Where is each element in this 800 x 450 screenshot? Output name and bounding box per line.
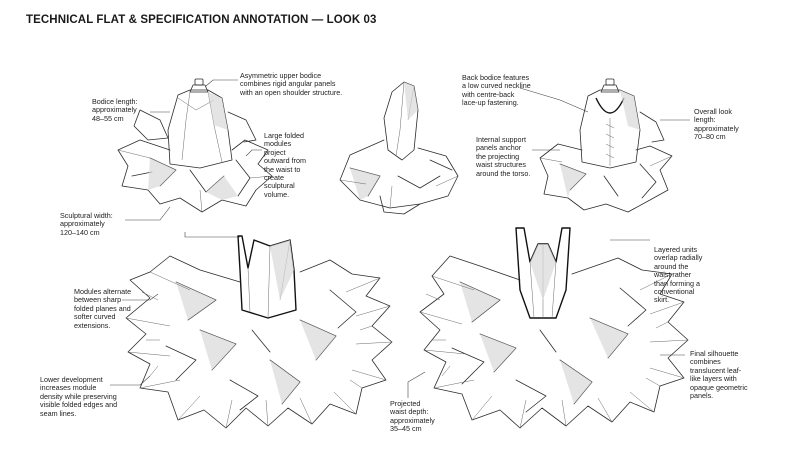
note-folded-modules: Large folded modules project outward fro… <box>264 131 306 199</box>
note-back-bodice: Back bodice features a low curved neckli… <box>462 73 531 108</box>
leader-modules-alternate <box>122 293 159 301</box>
note-bodice-length: Bodice length: approximately 48–55 cm <box>92 97 138 123</box>
note-waist-depth: Projected waist depth: approximately 35–… <box>390 399 435 434</box>
note-asymmetric-bodice: Asymmetric upper bodice combines rigid a… <box>240 71 343 97</box>
note-internal-support: Internal support panels anchor the proje… <box>476 135 531 178</box>
note-overall-length: Overall look length: approximately 70–80… <box>694 107 739 142</box>
sketch-development-right <box>419 227 689 429</box>
leader-back-bodice <box>519 87 589 113</box>
note-layered-units: Layered units overlap radially around th… <box>654 245 703 305</box>
sheet-title: TECHNICAL FLAT & SPECIFICATION ANNOTATIO… <box>26 14 377 26</box>
note-final-silhouette: Final silhouette combines translucent le… <box>690 349 748 401</box>
leader-width-extension <box>184 232 240 238</box>
sketch-development-left <box>125 235 393 429</box>
sketch-back-view <box>539 78 673 213</box>
note-lower-development: Lower development increases module densi… <box>40 375 118 418</box>
leader-asymmetric-bodice <box>205 79 238 87</box>
note-modules-alternate: Modules alternate between sharp folded p… <box>74 287 132 330</box>
leader-folded-modules <box>245 149 262 157</box>
leader-waist-depth <box>407 371 426 398</box>
note-sculptural-width: Sculptural width: approximately 120–140 … <box>60 211 113 237</box>
leader-sculptural-width <box>125 206 171 221</box>
sketch-front-view <box>117 78 273 213</box>
sketch-side-view <box>339 81 459 215</box>
leader-lines <box>110 79 690 398</box>
leader-lower-development <box>110 375 151 386</box>
